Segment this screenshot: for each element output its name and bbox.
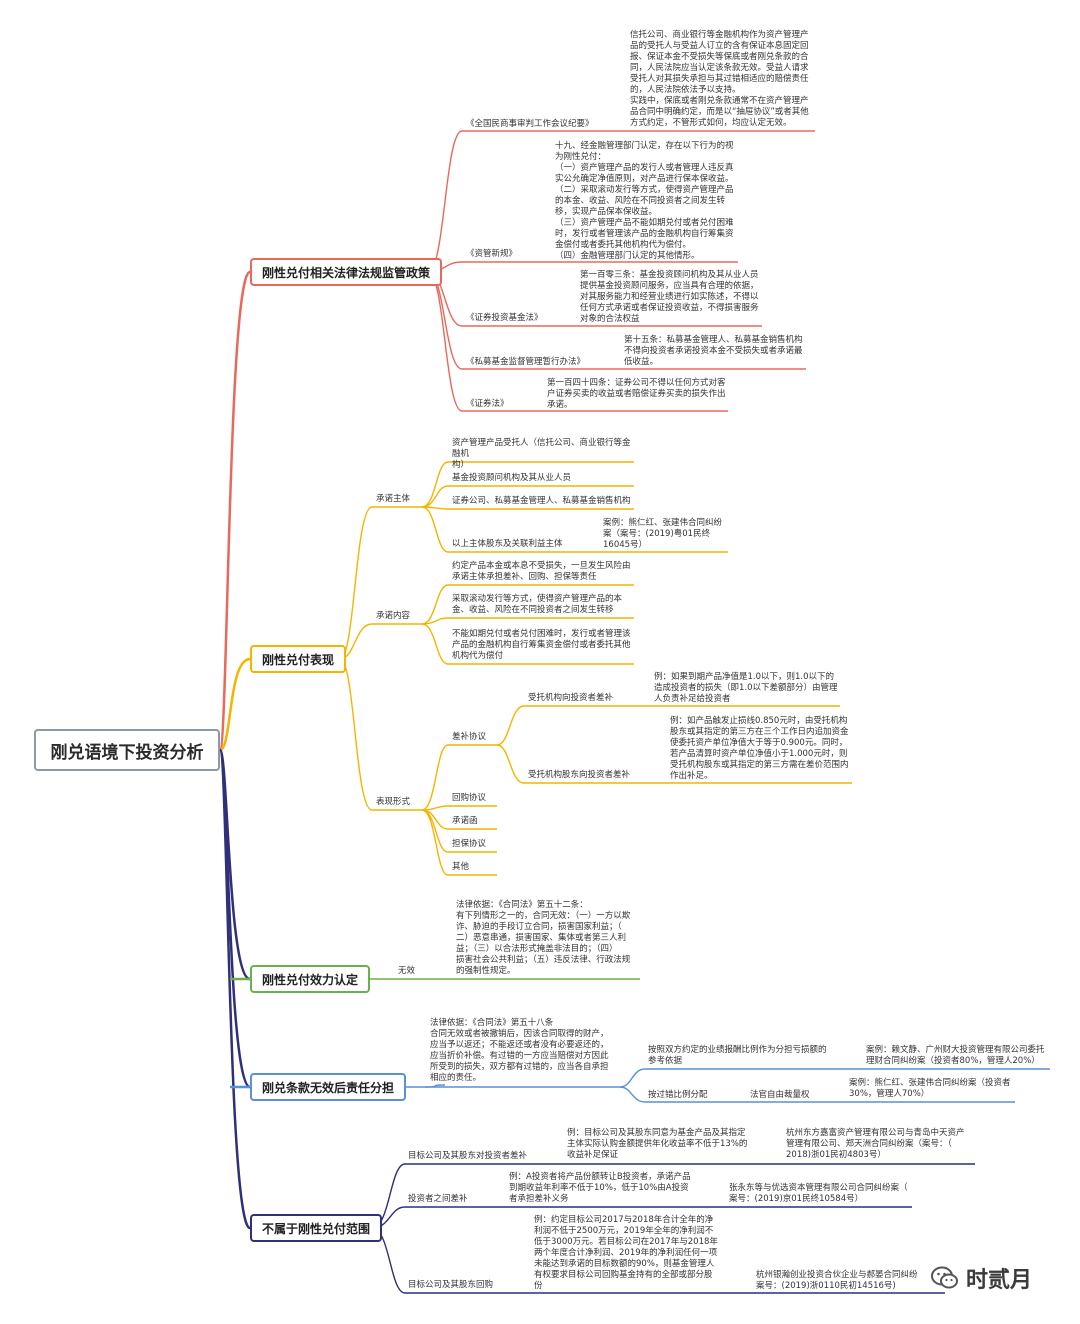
text-contract-law-58: 法律依据：《合同法》第五十八条 合同无效或者被撤销后，因该合同取得的财产， 应当… xyxy=(430,1018,609,1083)
example-target-company-make-up: 例：目标公司及其股东同意为基金产品及其指定 主体实际认购金额提供年化收益率不低于… xyxy=(567,1128,748,1160)
node-minshang-jiyao[interactable]: 《全国民商事审判工作会议纪要》 xyxy=(466,119,594,129)
item-content-rolling[interactable]: 采取滚动发行等方式，使得资产管理产品的本 金、收益、风险在不同投资者之间发生转移 xyxy=(452,594,623,615)
branch-liability[interactable]: 刚兑条款无效后责任分担 xyxy=(250,1073,407,1101)
node-guarantee-agreement[interactable]: 担保协议 xyxy=(452,839,487,849)
node-ziguan-xingui[interactable]: 《资管新规》 xyxy=(466,249,518,259)
node-repurchase-agreement[interactable]: 回购协议 xyxy=(452,793,487,803)
node-trustee-make-up[interactable]: 受托机构向投资者差补 xyxy=(528,693,614,703)
root-node[interactable]: 刚兑语境下投资分析 xyxy=(34,729,220,771)
watermark: 时贰月 xyxy=(930,1262,1032,1294)
branch-validity[interactable]: 刚性兑付效力认定 xyxy=(250,965,371,993)
node-shareholder-make-up[interactable]: 受托机构股东向投资者差补 xyxy=(528,770,631,780)
node-forms[interactable]: 表现形式 xyxy=(376,797,411,807)
node-investor-make-up[interactable]: 投资者之间差补 xyxy=(408,1194,468,1204)
node-private-fund-rules[interactable]: 《私募基金监督管理暂行办法》 xyxy=(466,357,586,367)
example-investor-make-up: 例：A投资者将产品份额转让B投资者，承诺产品 到期收益年利率不低于10%，低于1… xyxy=(509,1172,691,1204)
example-target-company-repurchase: 例：约定目标公司2017与2018年合计全年的净 利润不低于2500万元，201… xyxy=(534,1215,718,1291)
watermark-text: 时贰月 xyxy=(966,1268,1033,1293)
node-securities-fund-law[interactable]: 《证券投资基金法》 xyxy=(466,313,543,323)
item-promisor-trustee[interactable]: 资产管理产品受托人（信托公司、商业银行等金融机 构） xyxy=(452,438,631,470)
case-performance-ratio: 案例：赖文静、广州财大投资管理有限公司委托 理财合同纠纷案（投资者80%，管理人… xyxy=(866,1045,1045,1066)
text-private-fund-rules: 第十五条：私募基金管理人、私募基金销售机构 不得向投资者承诺投资本金不受损失或者… xyxy=(624,335,803,367)
case-judge-discretion: 案例：熊仁红、张建伟合同纠纷案（投资者 30%，管理人70%） xyxy=(849,1078,1011,1099)
text-contract-law-52: 法律依据：《合同法》第五十二条： 有下列情形之一的，合同无效：（一）一方以欺 诈… xyxy=(456,900,631,976)
item-promisor-shareholders[interactable]: 以上主体股东及关联利益主体 xyxy=(452,539,563,549)
branch-excluded[interactable]: 不属于刚性兑付范围 xyxy=(250,1214,383,1242)
item-content-principal[interactable]: 约定产品本金或本息不受损失，一旦发生风险由 承诺主体承担差补、回购、担保等责任 xyxy=(452,561,631,582)
item-content-default[interactable]: 不能如期兑付或者兑付困难时，发行或者管理该 产品的金融机构自行筹集资金偿付或者委… xyxy=(452,629,631,661)
text-securities-law: 第一百四十四条：证券公司不得以任何方式对客 户证券买卖的收益或者赔偿证券买卖的损… xyxy=(547,378,726,410)
node-fault-ratio[interactable]: 按过错比例分配 xyxy=(648,1090,708,1100)
case-target-company-repurchase: 杭州银瀚创业投资合伙企业与郝晏合同纠纷 案号：(2019)浙0110民初1451… xyxy=(756,1270,918,1291)
case-investor-make-up: 张永东等与优选资本管理有限公司合同纠纷案（ 案号：(2019)京01民终1058… xyxy=(729,1183,908,1204)
item-promisor-securities[interactable]: 证券公司、私募基金管理人、私募基金销售机构 xyxy=(452,496,631,506)
text-securities-fund-law: 第一百零三条：基金投资顾问机构及其从业人员 提供基金投资顾问服务，应当具有合理的… xyxy=(580,270,759,324)
node-promise-content[interactable]: 承诺内容 xyxy=(376,611,411,621)
case-target-company-make-up: 杭州东方嘉富资产管理有限公司与青岛中天资产 管理有限公司、郑天洲合同纠纷案（案号… xyxy=(786,1128,965,1160)
branch-manifestation[interactable]: 刚性兑付表现 xyxy=(250,645,347,673)
node-judge-discretion[interactable]: 法官自由裁量权 xyxy=(750,1090,810,1100)
node-performance-ratio[interactable]: 按照双方约定的业绩报酬比例作为分担亏损额的 参考依据 xyxy=(648,1045,827,1066)
item-promisor-fund-advisor[interactable]: 基金投资顾问机构及其从业人员 xyxy=(452,473,572,483)
node-other-forms[interactable]: 其他 xyxy=(452,862,470,872)
example-trustee-make-up: 例：如果到期产品净值是1.0以下，则1.0以下的 造成投资者的损失（即1.0以下… xyxy=(654,672,838,704)
text-minshang-jiyao: 信托公司、商业银行等金融机构作为资产管理产 品的受托人与受益人订立的含有保证本息… xyxy=(630,30,809,128)
node-target-company-make-up[interactable]: 目标公司及其股东对投资者差补 xyxy=(408,1151,528,1161)
node-commitment-letter[interactable]: 承诺函 xyxy=(452,816,478,826)
text-ziguan-xingui: 十九、经金融管理部门认定，存在以下行为的视 为刚性兑付： （一）资产管理产品的发… xyxy=(555,141,734,261)
example-shareholder-make-up: 例：如产品触发止损线0.850元时，由受托机构 股东或其指定的第三方在三个工作日… xyxy=(670,716,849,781)
case-promisor-shareholders: 案例：熊仁红、张建伟合同纠纷 案（案号：(2019)粤01民终 16045号） xyxy=(603,518,723,550)
node-securities-law[interactable]: 《证券法》 xyxy=(466,399,509,409)
node-make-up-agreement[interactable]: 差补协议 xyxy=(452,732,487,742)
node-target-company-repurchase[interactable]: 目标公司及其股东回购 xyxy=(408,1280,494,1290)
node-promisor[interactable]: 承诺主体 xyxy=(376,494,411,504)
node-invalid[interactable]: 无效 xyxy=(398,966,416,976)
branch-legal-policy[interactable]: 刚性兑付相关法律法规监管政策 xyxy=(250,258,443,286)
wechat-icon xyxy=(931,1266,958,1289)
